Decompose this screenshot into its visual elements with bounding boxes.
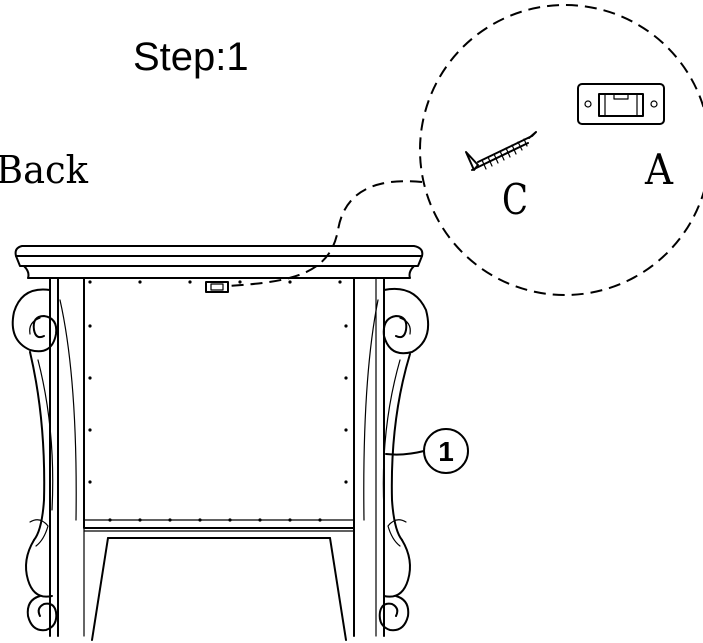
part-callout-1: 1: [385, 428, 469, 474]
screw-c-detail: [465, 131, 537, 171]
view-label: Back: [0, 148, 89, 192]
bracket-label: A: [644, 145, 674, 194]
screw-label: C: [502, 175, 528, 224]
cabinet-back-view: [11, 245, 430, 641]
step-title: Step:1: [133, 35, 249, 79]
detail-circle: [227, 4, 703, 296]
bracket-installed: [205, 281, 229, 293]
staple-dots: [88, 280, 348, 522]
bracket-a-detail: [577, 83, 665, 125]
right-leg: [363, 288, 430, 632]
left-leg: [11, 288, 77, 632]
callout-number: 1: [438, 436, 454, 467]
